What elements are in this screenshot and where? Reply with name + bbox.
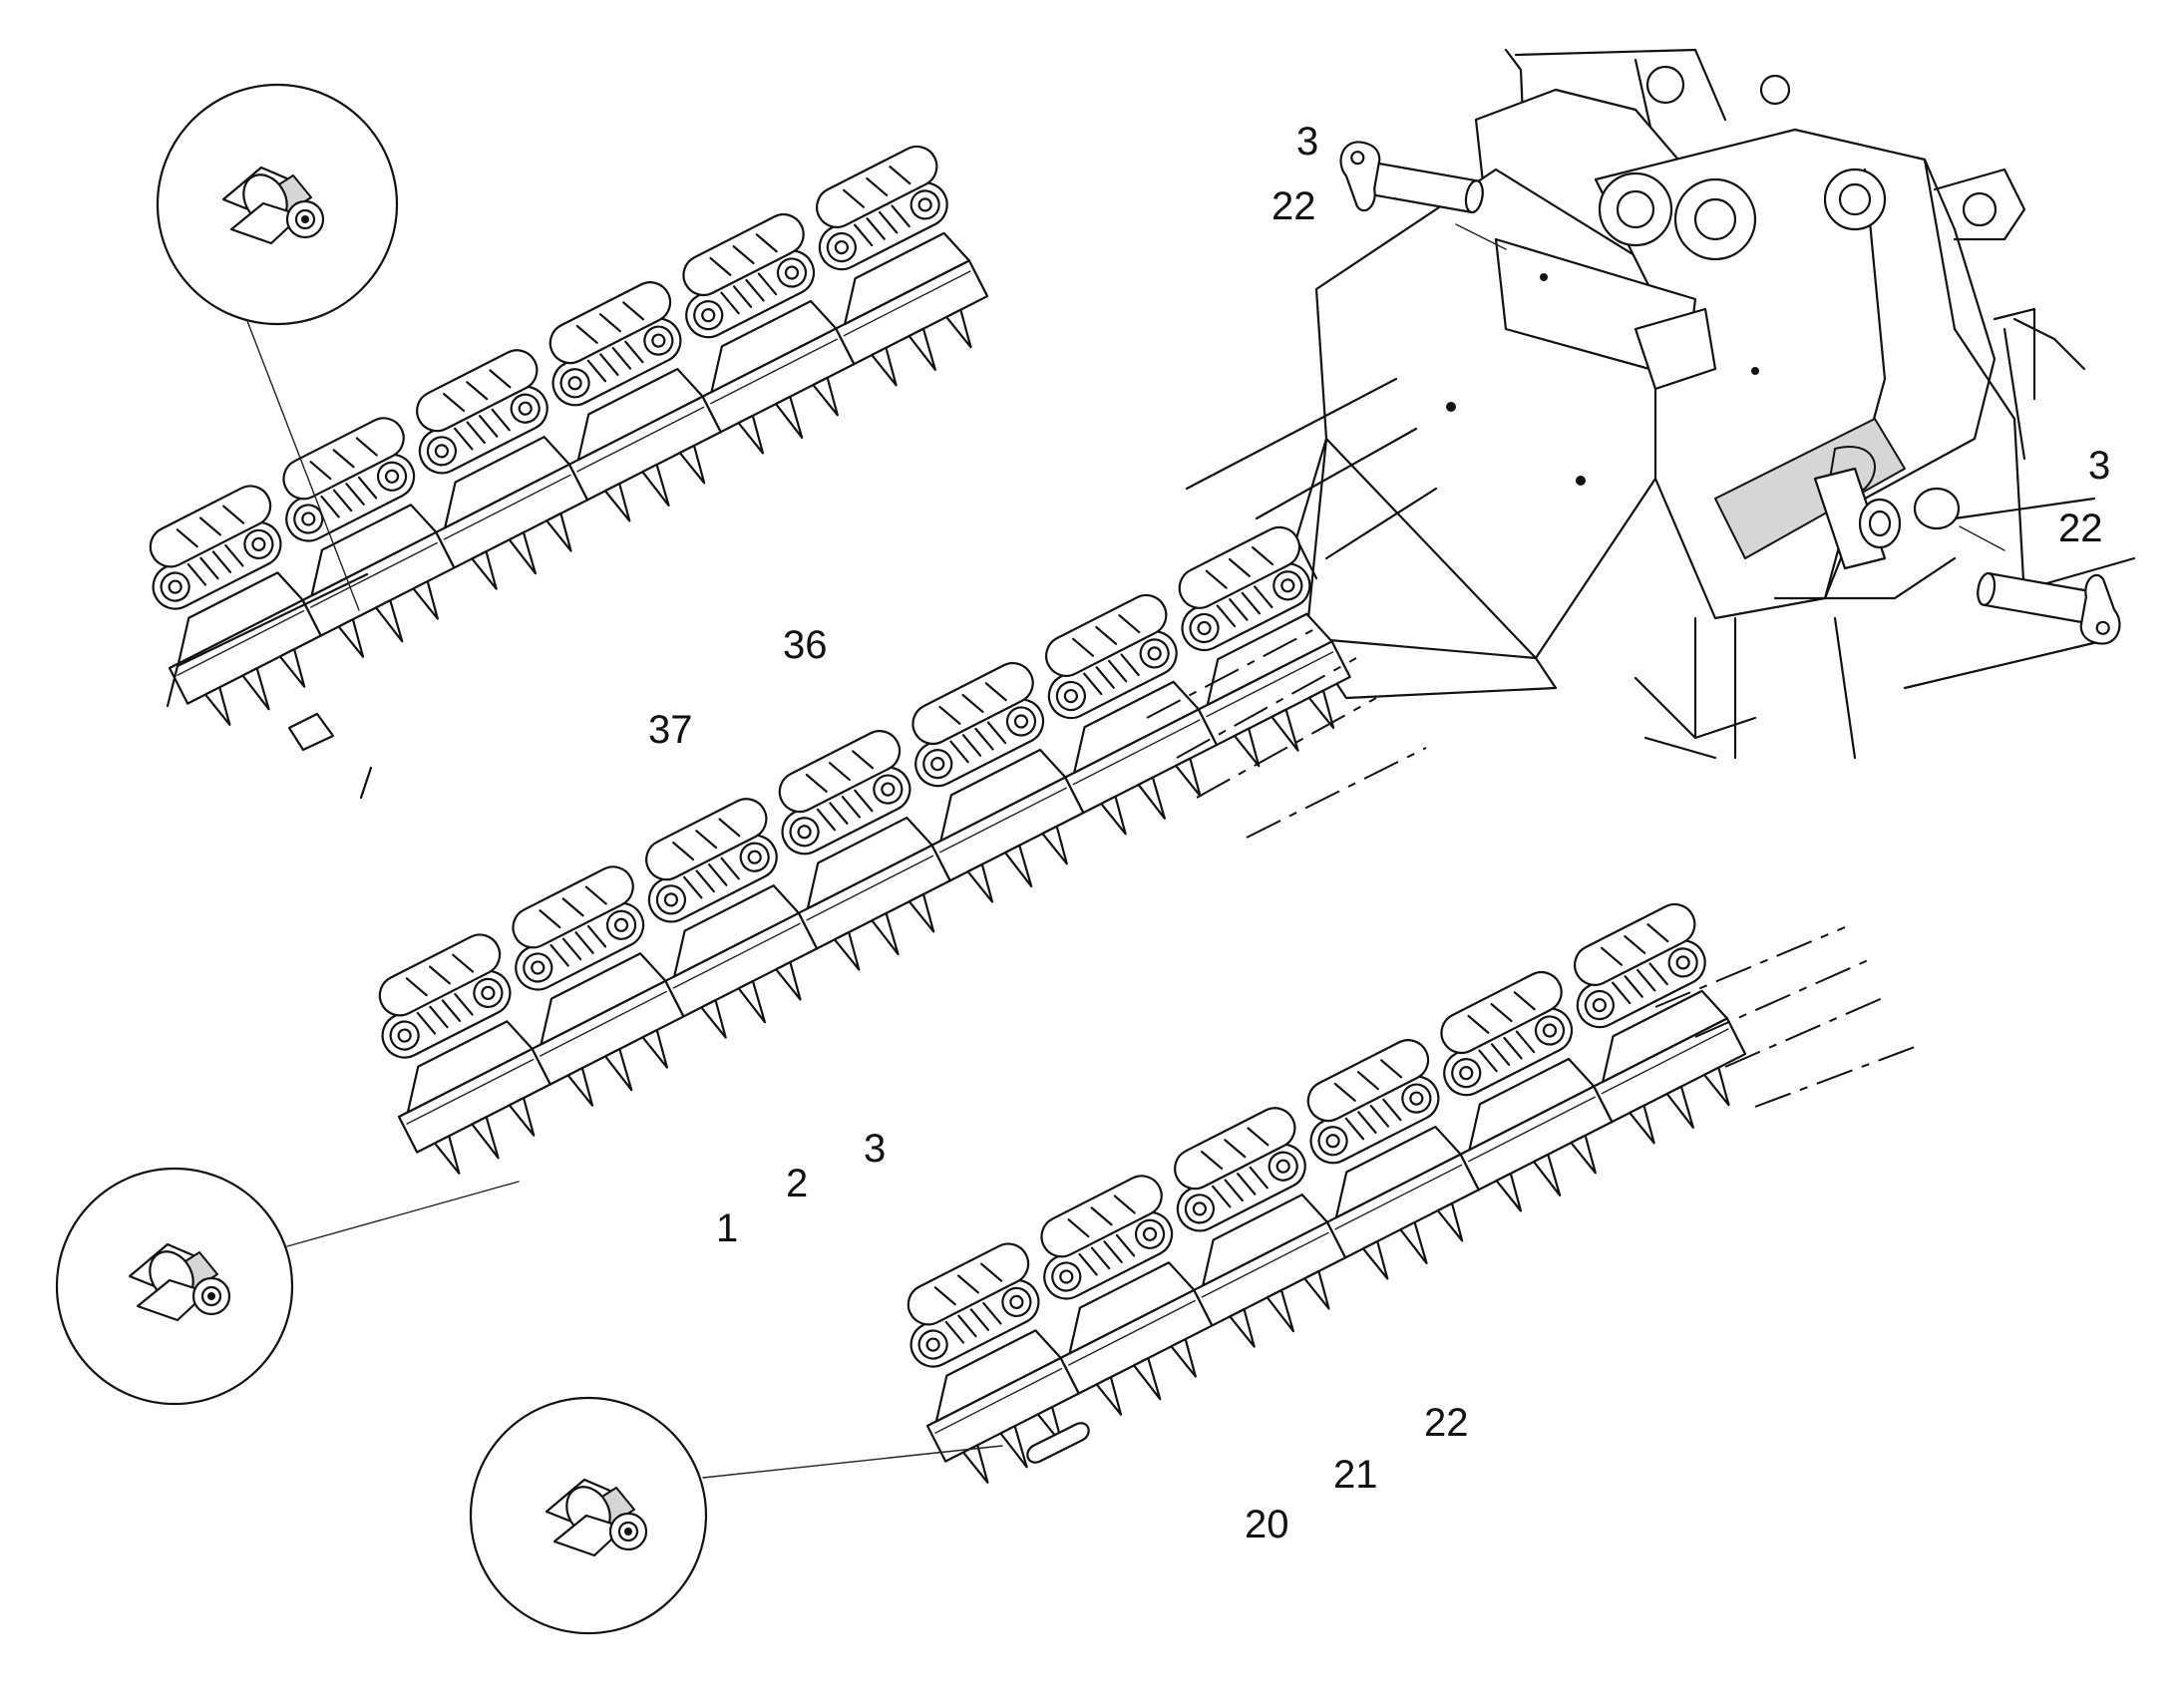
chain-middle-dashes (1146, 627, 1427, 839)
callout-chain-middle-3: 3 (864, 1127, 886, 1171)
pin-leader-left (1455, 223, 1507, 250)
callout-chain-bottom-2: 21 (1333, 1453, 1378, 1497)
conveyor-frame (1185, 48, 2136, 760)
chain-bottom-slot (1026, 1422, 1090, 1464)
callout-chain-bottom-3: 22 (1424, 1401, 1469, 1445)
callout-frame-pin-right-qty: 22 (2058, 507, 2103, 550)
frame-bolt-icon (1446, 273, 1759, 486)
detail-circle-middle (55, 1167, 520, 1406)
callout-chain-middle-1: 1 (716, 1206, 738, 1250)
pin-icon (1971, 553, 2129, 648)
callout-labels: 3 22 3 22 36 37 1 2 3 20 21 22 (648, 120, 2110, 1546)
pin-leader-right (1959, 525, 2005, 551)
callout-frame-pin-left-part: 3 (1296, 120, 1318, 164)
detail-circle-top (156, 83, 399, 611)
callout-frame-pin-left-qty: 22 (1272, 184, 1316, 228)
chain-bottom-dashes (1654, 926, 1916, 1108)
chain-middle (339, 518, 1385, 1192)
pin-bore (1913, 487, 1961, 530)
callout-chain-bottom-1: 20 (1245, 1503, 1289, 1546)
callout-chain-top-2: 37 (648, 708, 693, 752)
chain-top-end (166, 572, 373, 800)
callout-chain-top-1: 36 (783, 623, 828, 667)
callout-chain-middle-2: 2 (786, 1162, 808, 1205)
chain-bottom (868, 895, 1780, 1501)
callout-frame-pin-right-part: 3 (2088, 444, 2110, 488)
chain-top-slot (287, 712, 335, 752)
detail-circle-bottom (469, 1396, 1003, 1635)
